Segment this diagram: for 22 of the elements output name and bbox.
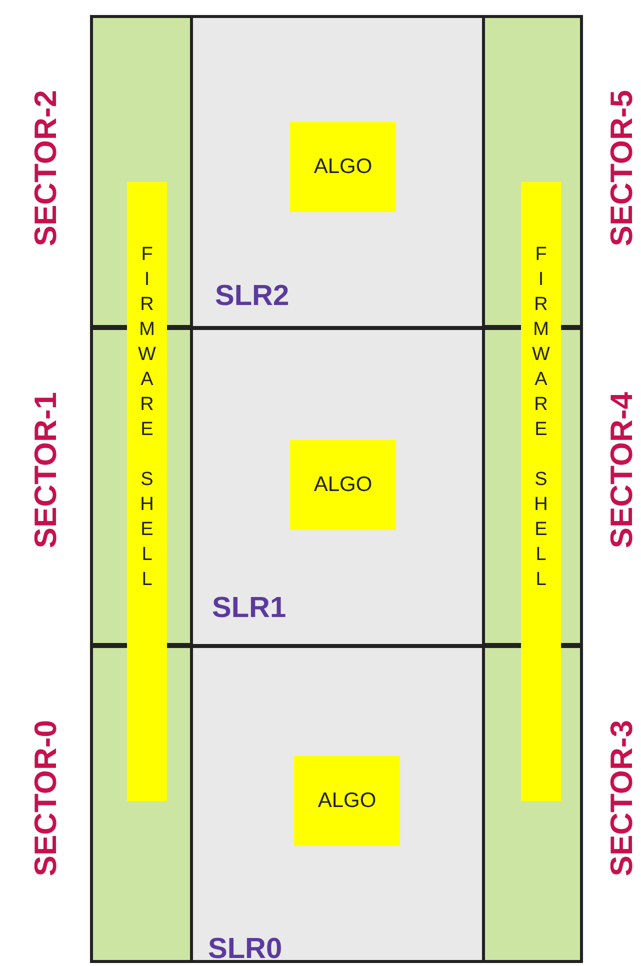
region-label: SLR1	[212, 592, 286, 625]
sector-label: SECTOR-5	[604, 90, 640, 246]
region-label: SLR2	[215, 280, 290, 313]
sector-label: SECTOR-0	[28, 720, 64, 876]
region-label: SLR0	[208, 933, 282, 966]
vertical-label: FIRMWARE SHELL	[138, 244, 156, 596]
algo-block	[290, 122, 396, 212]
block-label: ALGO	[314, 473, 372, 497]
sector-label: SECTOR-4	[604, 392, 640, 548]
sector-label: SECTOR-2	[28, 90, 64, 246]
vertical-label: FIRMWARE SHELL	[532, 244, 550, 596]
algo-block	[290, 440, 396, 530]
firmware-shell-bar	[521, 182, 561, 801]
block-label: ALGO	[314, 155, 372, 179]
sector-label: SECTOR-3	[604, 720, 640, 876]
algo-block	[294, 756, 400, 846]
slr-region	[190, 327, 485, 647]
block-label: ALGO	[318, 789, 376, 813]
slr-region	[190, 645, 485, 963]
slr-region	[190, 15, 485, 329]
sector-label: SECTOR-1	[28, 392, 64, 548]
firmware-shell-bar	[127, 182, 167, 801]
